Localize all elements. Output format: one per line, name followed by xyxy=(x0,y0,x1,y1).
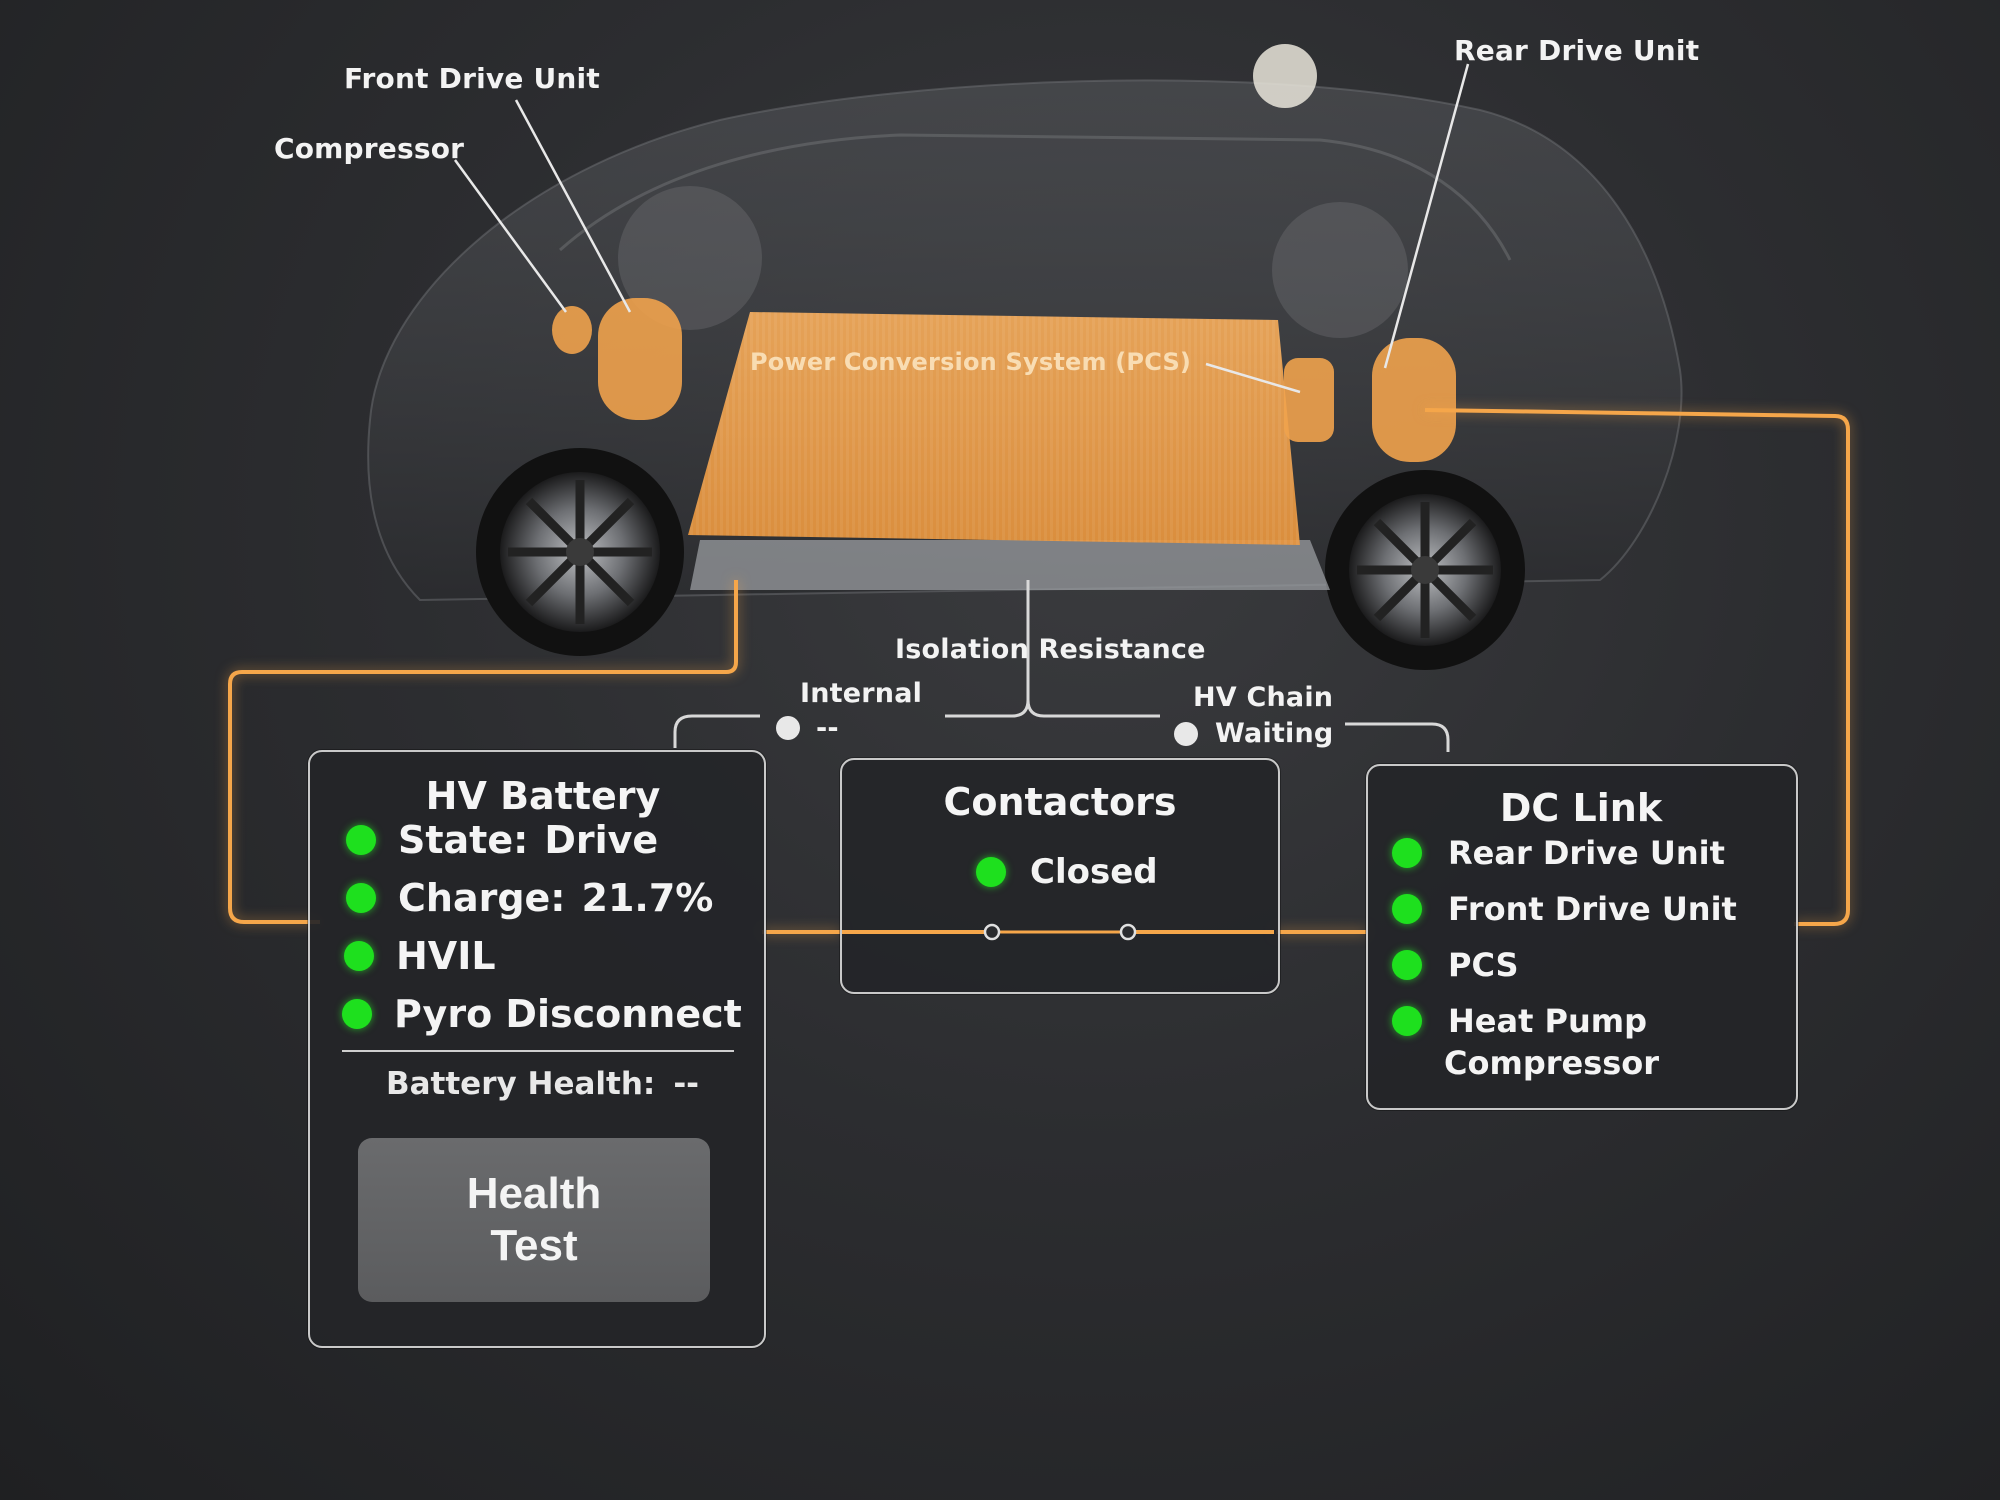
state-status-indicator xyxy=(346,825,376,855)
pyro-label: Pyro Disconnect xyxy=(394,992,742,1036)
isolation-hv-chain-label: HV Chain xyxy=(1193,682,1334,713)
dc-link-rear-drive-row: Rear Drive Unit xyxy=(1392,834,1725,872)
charge-label: Charge: xyxy=(398,876,566,920)
contactors-panel xyxy=(840,758,1280,994)
battery-health-value: -- xyxy=(673,1066,700,1102)
charge-value: 21.7% xyxy=(581,876,714,920)
hvil-label: HVIL xyxy=(396,934,496,978)
hv-battery-hvil-row: HVIL xyxy=(344,934,496,978)
front-wheel xyxy=(476,448,684,656)
dc-link-heat-pump-row: Heat Pump xyxy=(1392,1002,1647,1040)
pcs-component xyxy=(1284,358,1334,442)
charge-status-indicator xyxy=(346,883,376,913)
isolation-internal-label: Internal xyxy=(800,678,923,709)
isolation-hv-chain-value: Waiting xyxy=(1215,718,1334,749)
hvil-status-indicator xyxy=(344,941,374,971)
front-drive-unit-component xyxy=(598,298,682,420)
pcs-status-indicator xyxy=(1392,950,1422,980)
isolation-hv-chain-indicator xyxy=(1174,722,1198,746)
compressor-component xyxy=(552,306,592,354)
health-test-button[interactable]: Health Test xyxy=(358,1138,710,1302)
contactors-status-row: Closed xyxy=(976,852,1158,892)
dc-link-compressor-label: Compressor xyxy=(1444,1044,1660,1082)
pyro-status-indicator xyxy=(342,999,372,1029)
front-drive-status-indicator xyxy=(1392,894,1422,924)
dc-link-panel xyxy=(1366,764,1798,1110)
dc-link-title: DC Link xyxy=(1499,786,1663,830)
rear-drive-unit-callout: Rear Drive Unit xyxy=(1454,34,1700,67)
isolation-internal-value: -- xyxy=(816,713,839,744)
pcs-callout: Power Conversion System (PCS) xyxy=(750,348,1192,376)
ceiling-light-reflection xyxy=(1253,44,1317,108)
rear-drive-unit-component xyxy=(1372,338,1456,462)
contactors-status: Closed xyxy=(1030,852,1158,892)
dc-link-pcs-label: PCS xyxy=(1448,946,1519,984)
state-value: Drive xyxy=(544,818,659,862)
heat-pump-status-indicator xyxy=(1392,1006,1422,1036)
rear-drive-status-indicator xyxy=(1392,838,1422,868)
contactors-title: Contactors xyxy=(943,780,1177,824)
dc-link-pcs-row: PCS xyxy=(1392,946,1519,984)
dc-link-rear-drive-label: Rear Drive Unit xyxy=(1448,834,1725,872)
isolation-resistance-title: Isolation Resistance xyxy=(895,634,1206,665)
battery-health-row: Battery Health: -- xyxy=(386,1066,699,1102)
dc-link-heat-pump-label: Heat Pump xyxy=(1448,1002,1647,1040)
isolation-internal-indicator xyxy=(776,716,800,740)
front-drive-unit-callout: Front Drive Unit xyxy=(344,62,600,95)
hv-battery-state-row: State: Drive xyxy=(346,818,658,862)
compressor-callout: Compressor xyxy=(274,132,465,165)
health-test-line1: Health xyxy=(466,1169,602,1218)
rear-wheel xyxy=(1325,470,1525,670)
hv-battery-divider xyxy=(342,1050,734,1052)
hv-battery-title: HV Battery xyxy=(425,774,661,818)
hv-battery-charge-row: Charge: 21.7% xyxy=(346,876,713,920)
contactor-switch-diagram xyxy=(842,923,1274,941)
health-test-line2: Test xyxy=(490,1221,578,1270)
dc-link-front-drive-label: Front Drive Unit xyxy=(1448,890,1737,928)
contactors-status-indicator xyxy=(976,857,1006,887)
hv-battery-pyro-row: Pyro Disconnect xyxy=(342,992,742,1036)
battery-health-label: Battery Health: xyxy=(386,1066,656,1102)
state-label: State: xyxy=(398,818,529,862)
dc-link-front-drive-row: Front Drive Unit xyxy=(1392,890,1737,928)
